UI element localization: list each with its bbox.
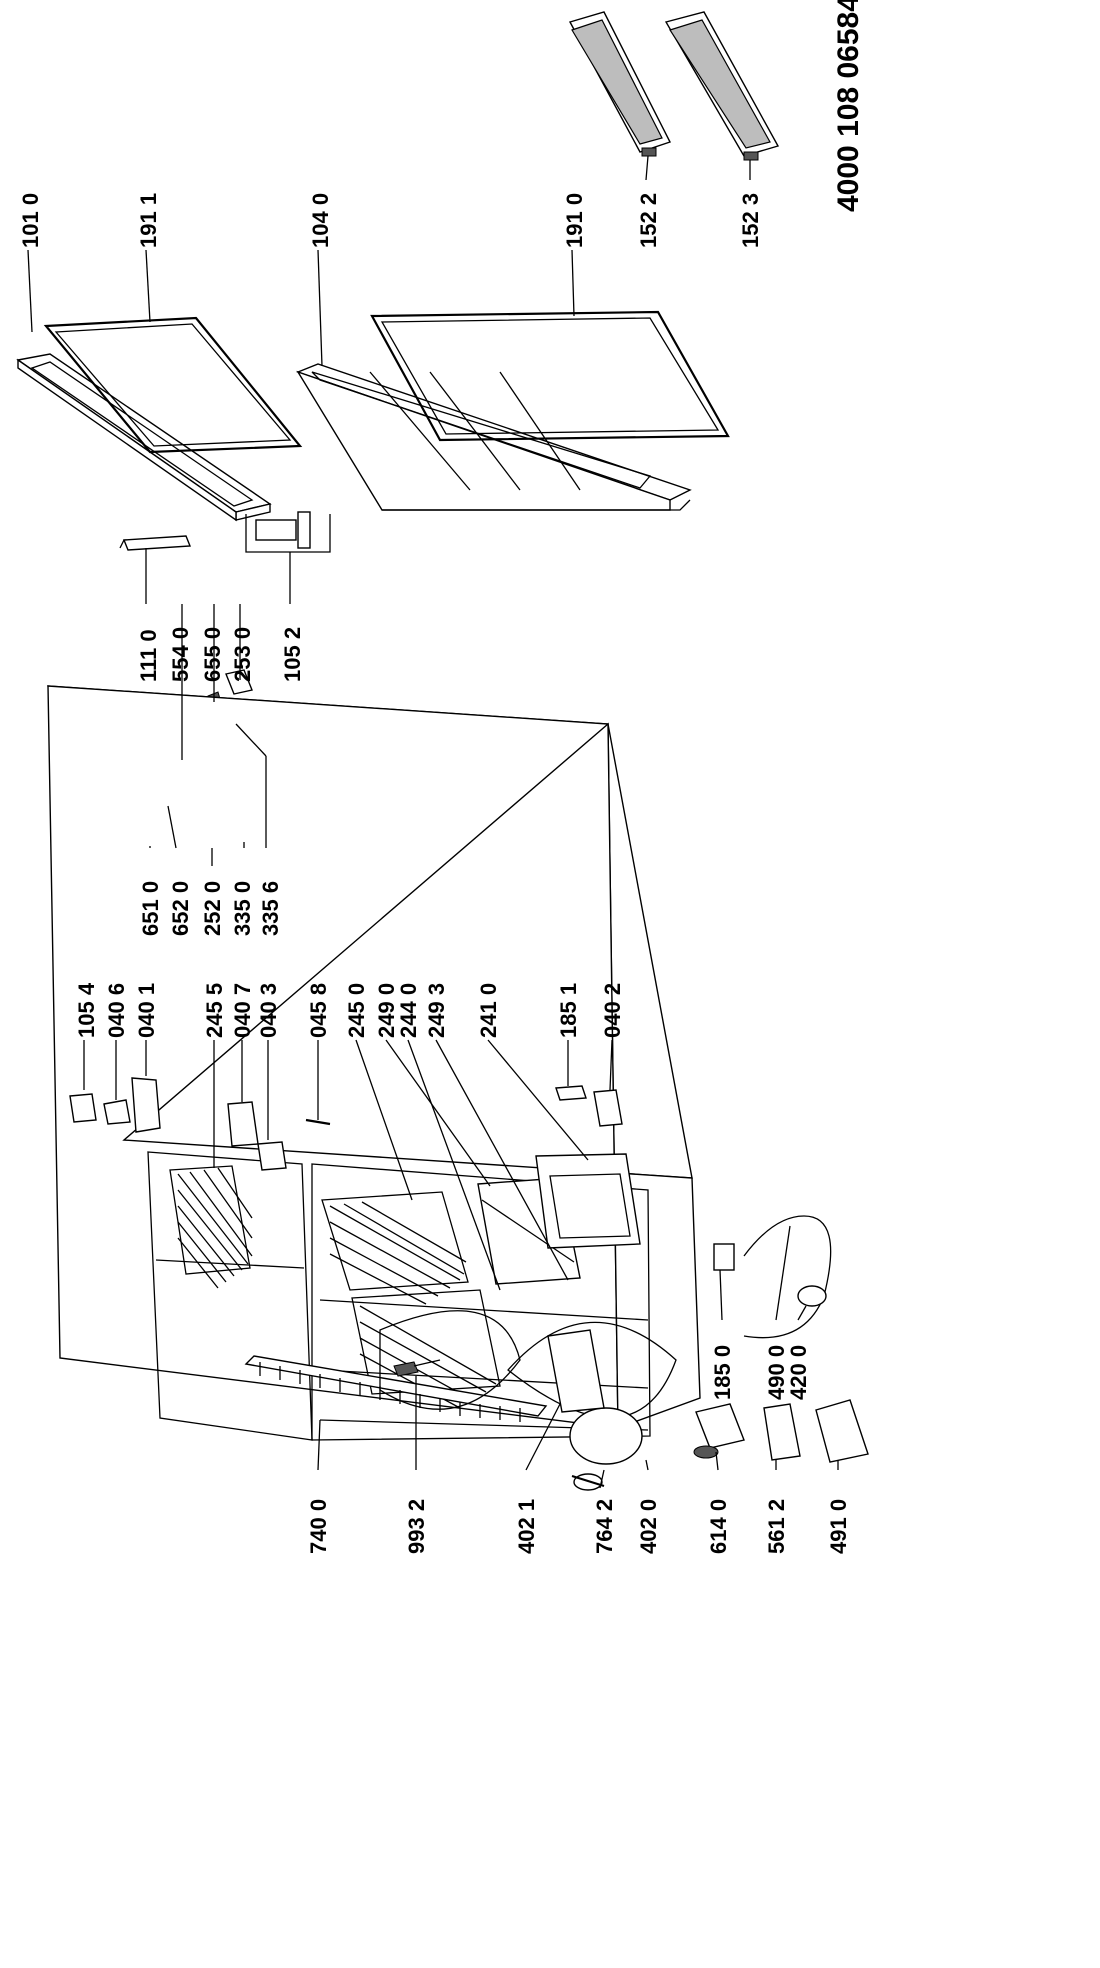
label-655-0: 655 0 xyxy=(200,627,225,682)
detail-bubble-993 xyxy=(379,1310,521,1410)
label-561-2: 561 2 xyxy=(764,1499,789,1554)
part-labels: 101 0 191 1 104 0 191 0 152 2 152 3 111 … xyxy=(18,0,865,1554)
label-244-0: 244 0 xyxy=(396,983,421,1038)
electrical-parts xyxy=(693,1215,869,1463)
freezer-door xyxy=(16,353,272,522)
label-245-5: 245 5 xyxy=(202,983,227,1038)
label-253-0: 253 0 xyxy=(230,627,255,682)
label-614-0: 614 0 xyxy=(706,1499,731,1554)
label-241-0: 241 0 xyxy=(476,983,501,1038)
label-740-0: 740 0 xyxy=(306,1499,331,1554)
label-402-0: 402 0 xyxy=(636,1499,661,1554)
door-shelf-1 xyxy=(568,11,671,157)
label-764-2: 764 2 xyxy=(592,1499,617,1554)
document-number: 4000 108 06584 xyxy=(832,0,865,212)
label-252-0: 252 0 xyxy=(200,881,225,936)
hinge-kit-105-2 xyxy=(245,511,331,553)
label-111-0: 111 0 xyxy=(136,629,161,682)
label-045-8: 045 8 xyxy=(306,983,331,1038)
label-335-0: 335 0 xyxy=(230,881,255,936)
label-490-0: 490 0 xyxy=(764,1345,789,1400)
label-040-1: 040 1 xyxy=(134,983,159,1038)
label-249-0: 249 0 xyxy=(374,983,399,1038)
label-152-2: 152 2 xyxy=(636,193,661,248)
label-651-0: 651 0 xyxy=(138,881,163,936)
hinge-cover-111 xyxy=(119,535,192,551)
fridge-door-gasket xyxy=(370,310,730,442)
label-245-0: 245 0 xyxy=(344,983,369,1038)
label-040-2: 040 2 xyxy=(600,983,625,1038)
label-420-0: 420 0 xyxy=(786,1345,811,1400)
label-152-3: 152 3 xyxy=(738,193,763,248)
label-191-0: 191 0 xyxy=(562,193,587,248)
freezer-door-gasket xyxy=(43,316,303,454)
label-191-1: 191 1 xyxy=(136,193,161,248)
label-185-0: 185 0 xyxy=(710,1345,735,1400)
label-104-0: 104 0 xyxy=(308,193,333,248)
label-101-0: 101 0 xyxy=(18,193,43,248)
crisper-drawer xyxy=(535,1153,641,1249)
label-105-2: 105 2 xyxy=(280,627,305,682)
freezer-grid-shelf xyxy=(169,1165,253,1289)
condenser xyxy=(244,1355,548,1422)
fridge-door xyxy=(295,363,692,511)
label-249-3: 249 3 xyxy=(424,983,449,1038)
door-shelf-2 xyxy=(664,11,780,161)
label-554-0: 554 0 xyxy=(168,627,193,682)
fridge-grid-shelves xyxy=(321,1191,501,1409)
label-491-0: 491 0 xyxy=(826,1499,851,1554)
leader-lines xyxy=(27,155,839,1489)
label-402-1: 402 1 xyxy=(514,1499,539,1554)
label-652-0: 652 0 xyxy=(168,881,193,936)
hinge-brackets xyxy=(69,1077,623,1171)
label-040-3: 040 3 xyxy=(256,983,281,1038)
label-040-7: 040 7 xyxy=(230,983,255,1038)
label-335-6: 335 6 xyxy=(258,881,283,936)
label-040-6: 040 6 xyxy=(104,983,129,1038)
label-105-4: 105 4 xyxy=(74,982,99,1038)
compressor-area xyxy=(507,1321,677,1491)
label-993-2: 993 2 xyxy=(404,1499,429,1554)
label-185-1: 185 1 xyxy=(556,983,581,1038)
